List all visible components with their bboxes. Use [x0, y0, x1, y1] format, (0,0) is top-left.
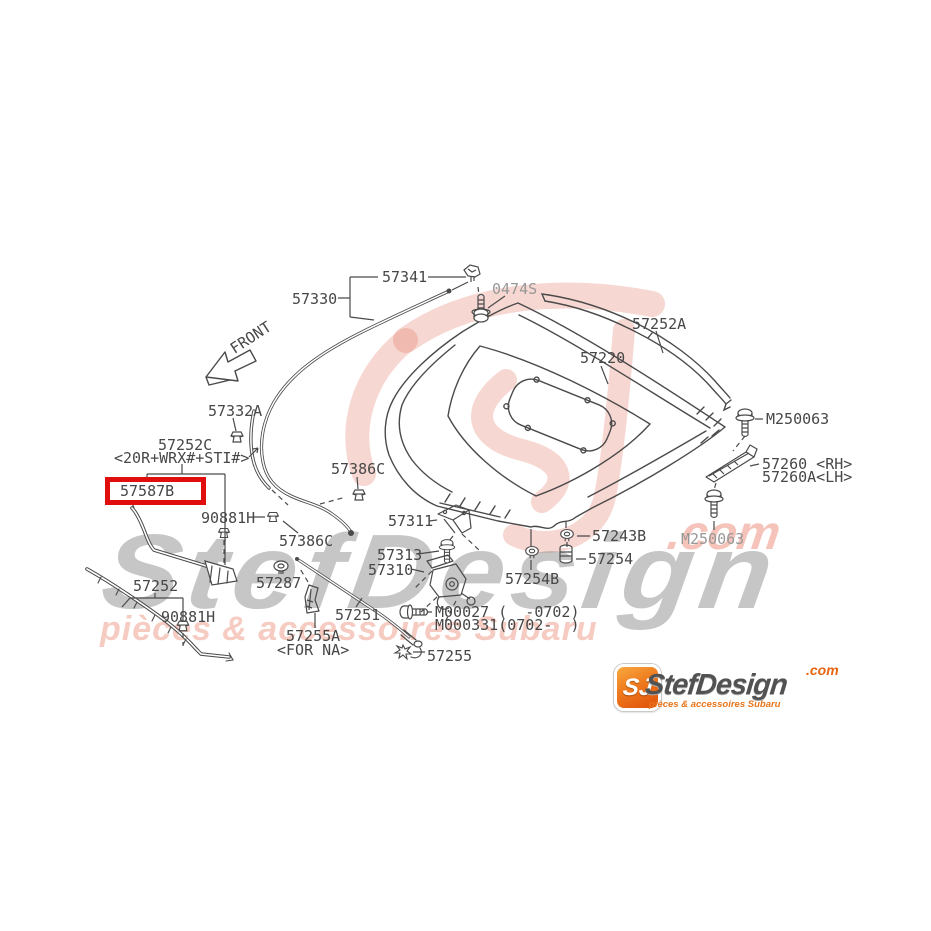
hood-panel — [384, 302, 726, 529]
cowl-strip — [540, 293, 732, 412]
front-moldings — [85, 409, 271, 662]
front-arrow-icon — [205, 349, 257, 386]
logo-brand-text: StefDesign — [643, 669, 789, 701]
logo-tld-text: .com — [806, 662, 839, 678]
highlight-box — [105, 477, 206, 505]
stefdesign-monogram-icon: SJ — [614, 664, 661, 711]
dashed-lines — [182, 286, 746, 646]
logo-tagline-text: pièces & accessoires Subaru — [649, 699, 781, 710]
hood-release-cable — [259, 288, 452, 659]
leader-lines — [121, 276, 763, 653]
hinge-and-lock — [304, 444, 758, 614]
stefdesign-logo[interactable]: SJ StefDesign .com pièces & accessoires … — [596, 655, 854, 723]
